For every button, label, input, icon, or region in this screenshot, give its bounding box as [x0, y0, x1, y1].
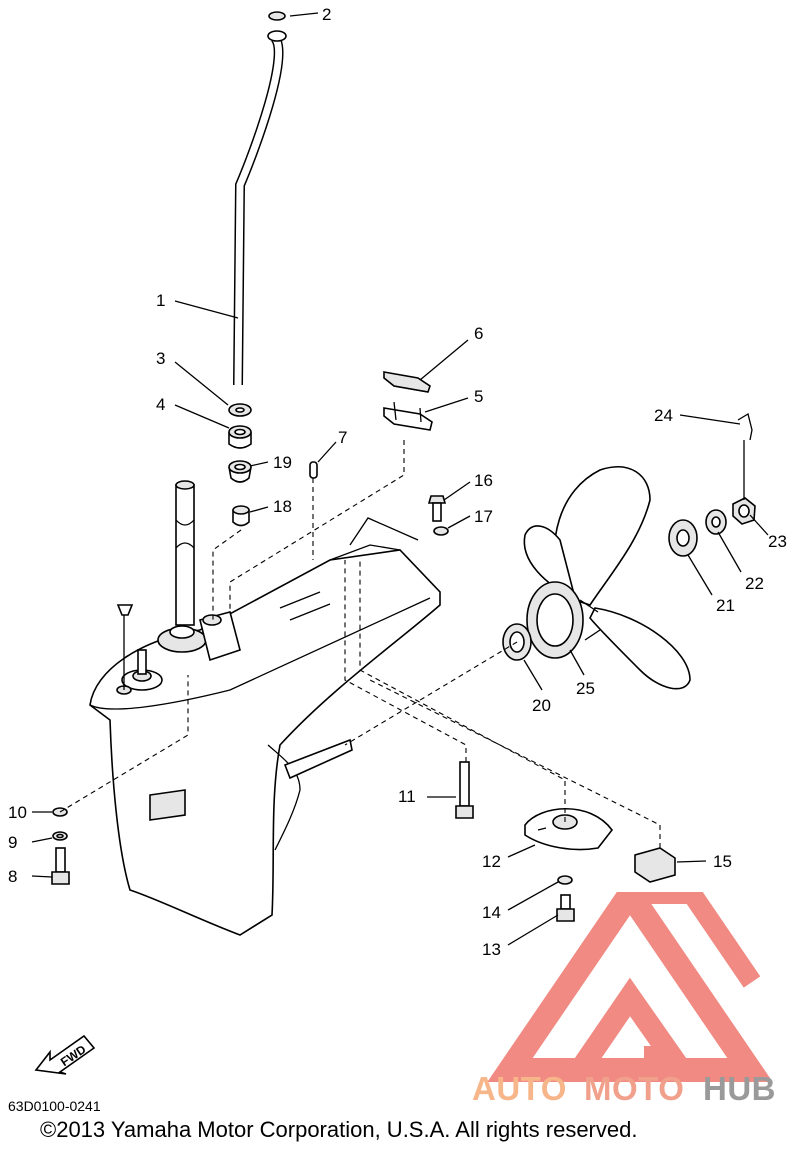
spacer-22: [705, 509, 727, 535]
callout-11: 11: [398, 787, 416, 806]
callout-8: 8: [8, 867, 17, 886]
callout-labels: 2 1 3 4 19 18 6 5 7 16 17 24 23 22 21 25…: [8, 5, 787, 959]
callout-21: 21: [716, 596, 735, 615]
callout-6: 6: [474, 324, 483, 343]
washer-9: [52, 831, 68, 841]
dowel-pin-7: [309, 461, 318, 479]
callout-24: 24: [654, 406, 673, 425]
copyright-notice: ©2013 Yamaha Motor Corporation, U.S.A. A…: [40, 1117, 638, 1142]
callout-17: 17: [474, 507, 493, 526]
callout-22: 22: [745, 574, 764, 593]
logo-word-auto: AUTO: [472, 1070, 567, 1107]
seal-ring-2: [268, 11, 286, 21]
callout-2: 2: [322, 5, 331, 24]
callout-3: 3: [156, 349, 165, 368]
callout-20: 20: [532, 696, 551, 715]
automotohub-logo: [487, 892, 773, 1082]
callout-4: 4: [156, 395, 165, 414]
callout-23: 23: [768, 532, 787, 551]
plate-5: [383, 401, 433, 431]
document-code: 63D0100-0241: [8, 1098, 101, 1114]
callout-18: 18: [273, 497, 292, 516]
assembly-lines: [59, 440, 745, 848]
callout-15: 15: [713, 852, 732, 871]
bolt-8: [51, 847, 70, 885]
callout-7: 7: [338, 428, 347, 447]
lower-case-housing: [89, 544, 441, 936]
callout-14: 14: [482, 903, 501, 922]
callout-5: 5: [474, 387, 483, 406]
callout-16: 16: [474, 471, 493, 490]
propeller-25: [523, 466, 691, 690]
leader-lines: [31, 12, 769, 946]
logo-word-hub: HUB: [703, 1070, 776, 1107]
cotter-pin-24: [737, 412, 753, 441]
callout-10: 10: [8, 803, 27, 822]
callout-25: 25: [576, 679, 595, 698]
trim-tab-12: [524, 808, 614, 851]
logo-word-moto: MOTO: [584, 1070, 685, 1107]
callout-12: 12: [482, 852, 501, 871]
bolt-11: [455, 761, 474, 819]
callout-13: 13: [482, 940, 501, 959]
bolt-16: [427, 495, 447, 522]
bolt-13: [556, 894, 575, 922]
fwd-arrow-icon: FWD: [34, 1034, 96, 1075]
callout-1: 1: [156, 291, 165, 310]
grommet-4: [228, 425, 252, 449]
grommet-3: [228, 403, 252, 417]
drive-shaft: [175, 480, 195, 626]
callout-19: 19: [273, 453, 292, 472]
anode-15: [634, 847, 676, 883]
grommet-19: [228, 460, 252, 483]
collar-18: [232, 505, 250, 527]
water-pipe: [233, 11, 287, 386]
washer-21: [668, 519, 698, 557]
washer-17: [433, 526, 449, 536]
callout-9: 9: [8, 833, 17, 852]
plate-6: [383, 371, 431, 393]
nut-23: [732, 497, 756, 525]
washer-14: [557, 875, 573, 885]
